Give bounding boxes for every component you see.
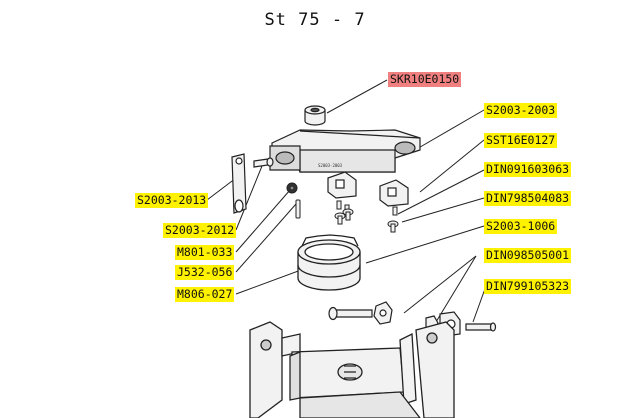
label-din798504083: DIN798504083 xyxy=(484,191,572,206)
clamp-right-part xyxy=(379,179,409,207)
label-din799105323: DIN799105323 xyxy=(484,279,572,294)
ring-nut-part xyxy=(297,234,361,291)
leader-j532-056 xyxy=(235,203,297,273)
screw-heads-part xyxy=(334,208,399,233)
leader-din098505001-a xyxy=(403,255,477,314)
leader-din091603063 xyxy=(397,169,485,215)
lever-arm-part xyxy=(231,153,247,214)
leader-din799105323 xyxy=(472,285,487,323)
bushing-part xyxy=(304,105,326,126)
grub-screw-part xyxy=(286,182,298,194)
embossed-part-text: S2003-2003 xyxy=(318,163,343,168)
label-s2003-2003: S2003-2003 xyxy=(484,103,558,118)
label-m801-033: M801-033 xyxy=(175,245,235,260)
label-sst16e0127: SST16E0127 xyxy=(484,133,558,148)
label-s2003-2013: S2003-2013 xyxy=(135,193,209,208)
pin-part xyxy=(295,199,301,219)
label-s2003-1006: S2003-1006 xyxy=(484,219,558,234)
screw-2012-part xyxy=(253,157,274,168)
label-din098505001: DIN098505001 xyxy=(484,248,572,263)
label-j532-056: J532-056 xyxy=(175,265,235,280)
long-bolt-part xyxy=(328,306,373,321)
nut-part xyxy=(373,301,393,325)
label-s2003-2012: S2003-2012 xyxy=(163,223,237,238)
leader-skr xyxy=(326,79,388,114)
clamp-left-part xyxy=(327,171,357,199)
right-bolt-part xyxy=(465,322,497,332)
leader-din098505001-b xyxy=(435,255,477,323)
leader-s2003-2012 xyxy=(235,165,263,231)
leader-din798504083 xyxy=(401,197,485,223)
lower-frame-part xyxy=(249,321,455,418)
label-m806-027: M806-027 xyxy=(175,287,235,302)
leader-s2003-2003 xyxy=(414,109,485,151)
diagram-title: St 75 - 7 xyxy=(264,10,366,30)
label-skr10e0150: SKR10E0150 xyxy=(388,72,462,87)
top-bracket-part xyxy=(269,129,421,173)
leader-sst xyxy=(419,139,485,193)
leader-s2003-1006 xyxy=(365,225,485,264)
label-din091603063: DIN091603063 xyxy=(484,162,572,177)
leader-m801-033 xyxy=(235,189,291,253)
